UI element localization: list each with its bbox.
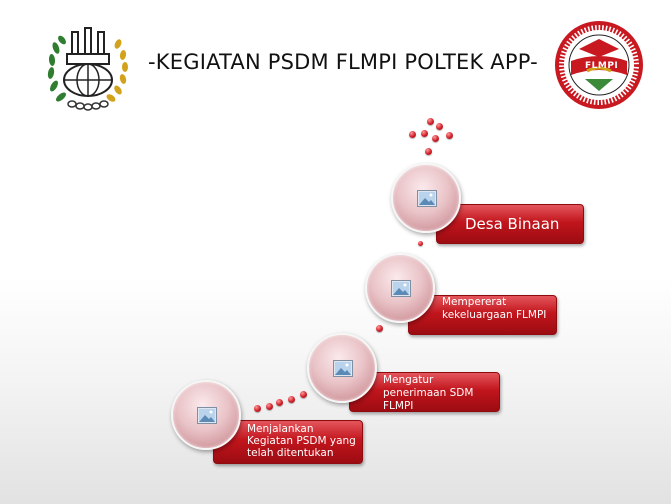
flmpi-logo-text: FLMPI	[585, 61, 619, 71]
connector-dot	[376, 325, 383, 332]
connector-dot	[288, 396, 295, 403]
decor-dot	[427, 118, 434, 125]
step-1-circle	[171, 380, 241, 450]
decor-dot	[409, 131, 416, 138]
step-4-circle	[391, 163, 461, 233]
connector-dot	[418, 241, 423, 246]
step-3-label: Mempererat kekeluargaan FLMPI	[442, 296, 547, 321]
connector-dot	[254, 405, 261, 412]
slide-title: -KEGIATAN PSDM FLMPI POLTEK APP-	[148, 50, 538, 74]
decor-dot	[432, 135, 439, 142]
polytechnic-emblem-logo	[42, 18, 134, 118]
decor-dot	[446, 132, 453, 139]
step-4-bar: Desa Binaan	[436, 204, 584, 244]
decor-dot	[421, 130, 428, 137]
step-1-label: Menjalankan Kegiatan PSDM yang telah dit…	[247, 423, 356, 459]
image-placeholder-icon	[197, 407, 217, 424]
step-2-label: Mengatur penerimaan SDM FLMPI	[383, 374, 474, 412]
step-2-circle	[307, 333, 377, 403]
step-3-circle	[365, 253, 435, 323]
flmpi-emblem-logo: FLMPI	[553, 19, 645, 111]
image-placeholder-icon	[333, 360, 353, 377]
connector-dot	[300, 391, 307, 398]
connector-dot	[266, 403, 273, 410]
connector-dot	[276, 399, 283, 406]
decor-dot	[436, 123, 443, 130]
step-4-label: Desa Binaan	[465, 215, 560, 233]
image-placeholder-icon	[417, 190, 437, 207]
image-placeholder-icon	[391, 280, 411, 297]
step-3-bar: Mempererat kekeluargaan FLMPI	[408, 295, 557, 335]
decor-dot	[425, 148, 432, 155]
